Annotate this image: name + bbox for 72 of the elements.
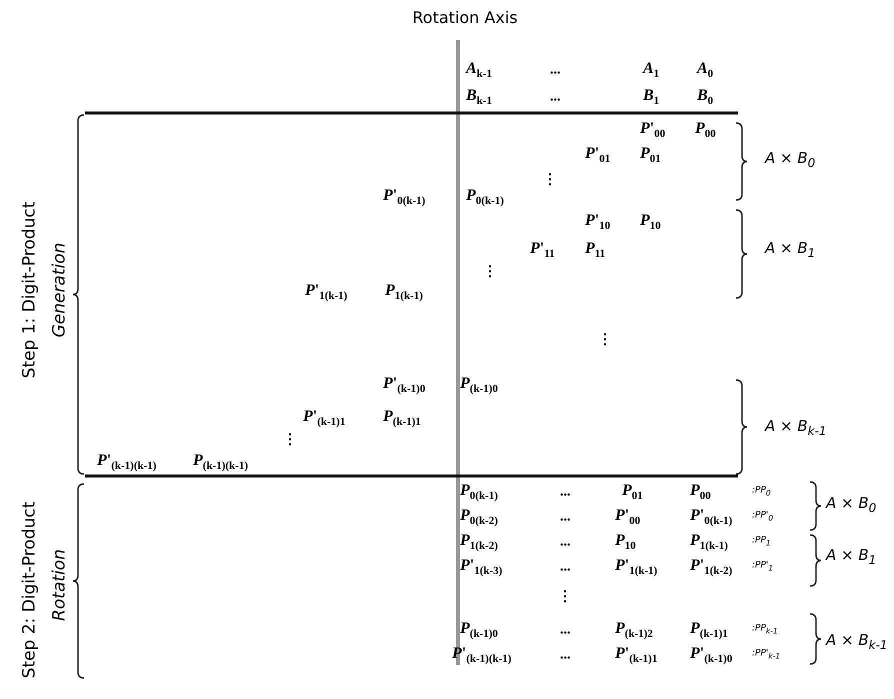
group-label: A × B$_{1}$: [765, 240, 816, 260]
vertical-ellipsis: ⋮: [598, 332, 612, 348]
ellipsis: ...: [550, 89, 560, 105]
group-label: A × B$_{0}$: [765, 150, 816, 170]
vertical-ellipsis: ⋮: [483, 264, 497, 280]
math-symbol: P$_{0(k-1)}$: [460, 482, 498, 502]
math-symbol: P'$_{1(k-1)}$: [615, 556, 658, 578]
partial-product-label: :PP$_{0}$: [752, 486, 771, 498]
math-symbol: B$_{0}$: [697, 86, 714, 108]
math-symbol: P$_{0(k-1)}$: [466, 186, 504, 208]
vertical-ellipsis: ⋮: [558, 589, 572, 605]
math-symbol: P'$_{1(k-2)}$: [690, 556, 732, 578]
math-symbol: P$_{00}$: [695, 120, 716, 140]
math-symbol: P$_{11}$: [585, 240, 606, 260]
math-symbol: P'$_{0(k-1)}$: [383, 186, 426, 208]
math-symbol: P$_{1(k-1)}$: [690, 532, 728, 552]
group-label: A × B$_{0}$: [826, 494, 876, 516]
math-symbol: P'$_{00}$: [640, 120, 666, 140]
step-label: Generation: [50, 242, 70, 338]
ellipsis: ...: [560, 647, 570, 663]
math-symbol: P$_{(k-1)2}$: [615, 620, 653, 640]
ellipsis: ...: [560, 509, 570, 525]
partial-product-label: :PP'$_{k-1}$: [752, 649, 780, 661]
math-symbol: P$_{01}$: [640, 144, 661, 166]
math-symbol: P'$_{0(k-1)}$: [690, 506, 732, 528]
math-symbol: P'$_{(k-1)(k-1)}$: [97, 452, 156, 472]
ellipsis: ...: [560, 559, 570, 575]
math-symbol: P'$_{(k-1)0}$: [690, 644, 732, 666]
vertical-ellipsis: ⋮: [543, 172, 557, 188]
math-symbol: B$_{k-1}$: [466, 86, 492, 108]
math-symbol: P'$_{11}$: [530, 240, 555, 260]
group-label: A × B$_{1}$: [826, 546, 876, 568]
math-symbol: P$_{00}$: [690, 482, 711, 502]
step-label: Rotation: [50, 549, 70, 621]
math-symbol: P'$_{1(k-1)}$: [305, 282, 348, 302]
math-symbol: A$_{1}$: [643, 60, 660, 80]
math-symbol: P'$_{(k-1)0}$: [383, 374, 426, 396]
partial-product-label: :PP$_{1}$: [752, 536, 771, 548]
math-symbol: A$_{0}$: [697, 60, 714, 80]
math-symbol: B$_{1}$: [643, 86, 660, 108]
math-symbol: P'$_{01}$: [585, 144, 610, 166]
step-label: Step 1: Digit-Product: [20, 202, 40, 378]
math-symbol: P$_{10}$: [640, 212, 661, 232]
math-symbol: P'$_{1(k-3)}$: [460, 556, 502, 578]
ellipsis: ...: [560, 622, 570, 638]
math-symbol: P$_{0(k-2)}$: [460, 506, 498, 528]
ellipsis: ...: [550, 62, 560, 78]
math-symbol: P$_{01}$: [622, 482, 643, 502]
math-symbol: P'$_{10}$: [585, 212, 610, 232]
step-label: Step 2: Digit-Product: [20, 502, 40, 678]
math-symbol: P$_{1(k-2)}$: [460, 532, 498, 552]
math-symbol: P'$_{(k-1)1}$: [303, 408, 346, 428]
math-symbol: P$_{(k-1)0}$: [460, 620, 498, 640]
group-label: A × B$_{k-1}$: [765, 418, 827, 438]
partial-product-label: :PP'$_{0}$: [752, 511, 774, 523]
math-symbol: P'$_{(k-1)(k-1)}$: [452, 644, 512, 666]
math-symbol: P$_{(k-1)1}$: [690, 620, 728, 640]
group-label: A × B$_{k-1}$: [826, 632, 888, 652]
ellipsis: ...: [560, 534, 570, 550]
ellipsis: ...: [560, 484, 570, 500]
math-symbol: A$_{k-1}$: [466, 60, 492, 80]
math-symbol: P$_{1(k-1)}$: [385, 282, 423, 302]
math-symbol: P'$_{(k-1)1}$: [615, 644, 658, 666]
vertical-ellipsis: ⋮: [283, 432, 297, 448]
math-symbol: P$_{(k-1)(k-1)}$: [193, 452, 248, 472]
partial-product-label: :PP'$_{1}$: [752, 561, 774, 573]
math-symbol: P$_{(k-1)1}$: [383, 408, 421, 428]
math-symbol: P$_{(k-1)0}$: [460, 374, 498, 396]
math-symbol: P$_{10}$: [615, 532, 636, 552]
partial-product-label: :PP$_{k-1}$: [752, 624, 778, 636]
axis-title: Rotation Axis: [412, 9, 518, 27]
math-symbol: P'$_{00}$: [615, 506, 640, 528]
